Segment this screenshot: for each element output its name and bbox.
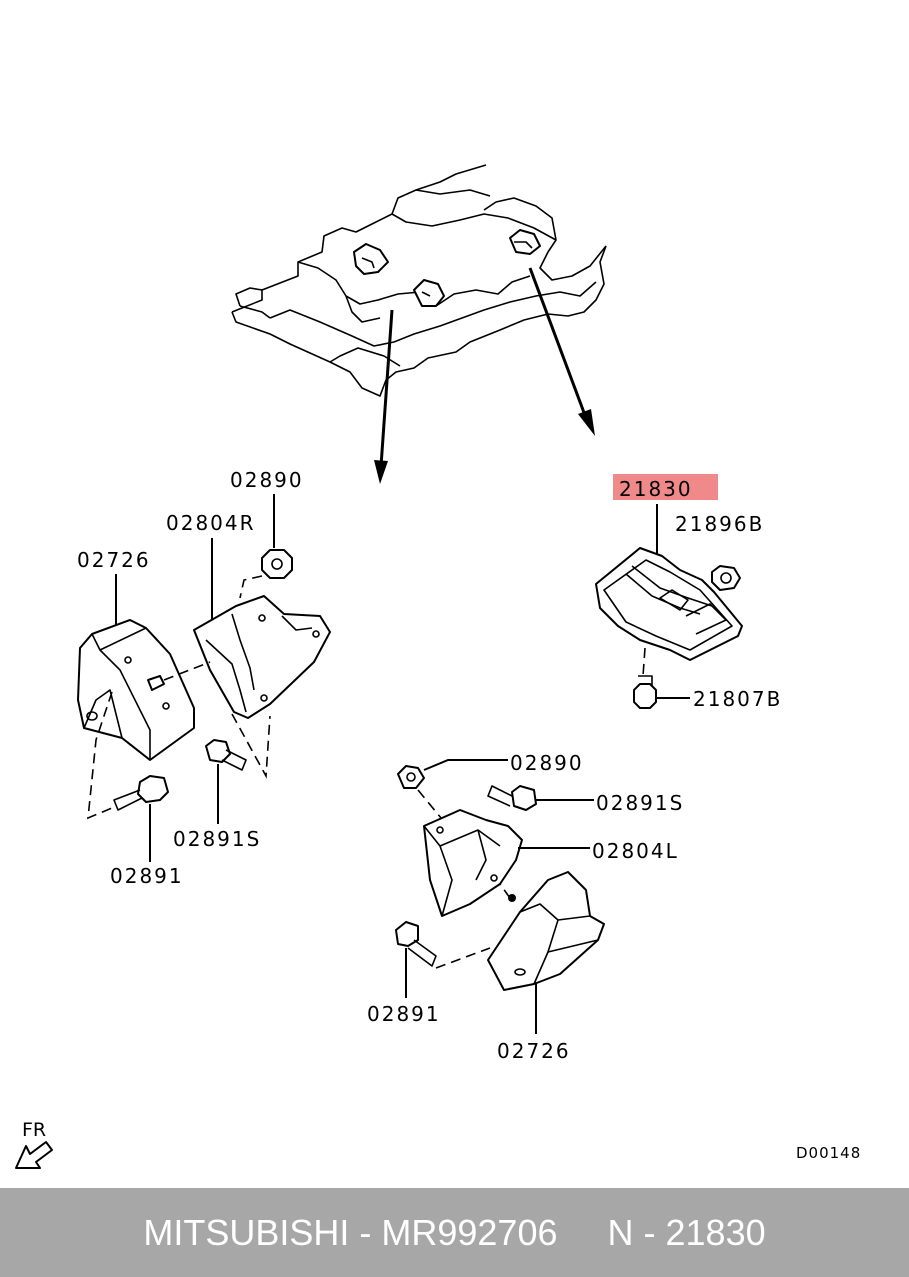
nut-02890-left — [261, 549, 293, 579]
front-orientation-indicator: FR — [15, 1119, 53, 1169]
mount-21830-group: 21830 21896B 21807B — [595, 474, 782, 711]
nut-21896B — [711, 565, 741, 591]
part-02804R-label[interactable]: 02804R — [166, 511, 256, 535]
part-02891S-mid-label[interactable]: 02891S — [596, 791, 684, 815]
leader-arrows — [374, 267, 595, 484]
part-02891-bottom-label[interactable]: 02891 — [367, 1002, 441, 1026]
chassis-frame — [231, 164, 607, 397]
part-21830-highlight — [613, 474, 718, 500]
part-21807B-label[interactable]: 21807B — [693, 687, 782, 711]
diagram-code: D00148 — [796, 1144, 861, 1162]
part-21896B-label[interactable]: 21896B — [675, 512, 764, 536]
footer-text: MITSUBISHI - MR992706 N - 21830 — [143, 1211, 766, 1253]
part-02804L-label[interactable]: 02804L — [592, 839, 679, 863]
part-02891-left-label[interactable]: 02891 — [110, 864, 184, 888]
bolt-21807B — [633, 683, 657, 709]
part-02891S-left-label[interactable]: 02891S — [173, 827, 261, 851]
part-02726-left-label[interactable]: 02726 — [77, 548, 151, 572]
part-02726-bottom-label[interactable]: 02726 — [497, 1039, 571, 1063]
bolt-02891-left — [137, 775, 169, 803]
front-arrow-icon — [15, 1141, 53, 1169]
bolt-02891S-mid — [511, 785, 537, 811]
part-02890-mid-label[interactable]: 02890 — [510, 751, 584, 775]
bolt-02891-bottom — [395, 921, 419, 947]
bottom-mount-group: 02890 02891S 02804L 02891 02726 — [367, 751, 684, 1063]
part-21830-label[interactable]: 21830 — [619, 477, 693, 501]
bolt-02891S-left — [205, 739, 231, 763]
orientation-label: FR — [22, 1119, 46, 1141]
nut-02890-mid — [397, 765, 425, 789]
parts-diagram: 21830 21896B 21807B 02890 02804R — [15, 164, 861, 1169]
left-mount-group: 02890 02804R 02726 02891S — [77, 468, 331, 888]
part-02890-top-label[interactable]: 02890 — [230, 468, 304, 492]
footer-banner: MITSUBISHI - MR992706 N - 21830 — [0, 1188, 909, 1277]
